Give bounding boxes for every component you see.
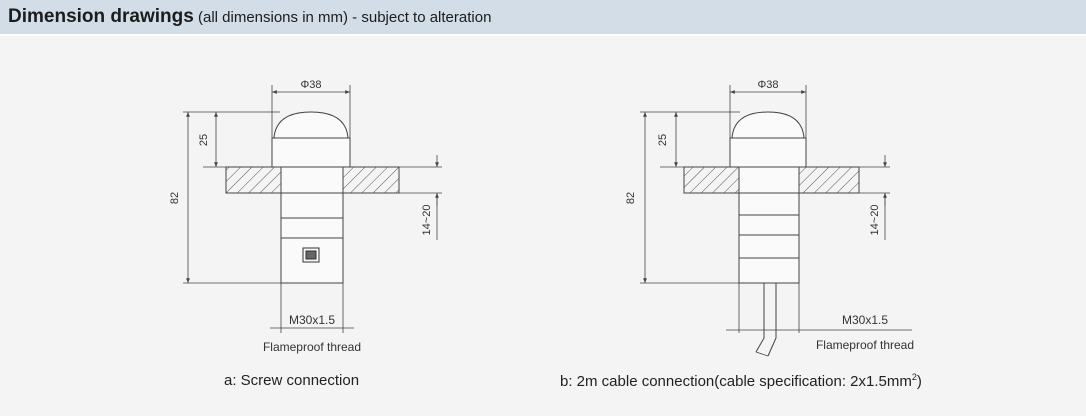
drawing-b-diameter-label: Φ38 (757, 79, 778, 91)
drawing-b (640, 85, 912, 357)
drawing-a-total-length-label: 82 (169, 192, 181, 204)
drawing-b-button-collar (729, 137, 807, 168)
drawing-a-panel-range-label: 14~20 (421, 205, 433, 236)
drawing-b-caption-end: ) (916, 373, 922, 390)
drawing-b-thread-note: Flameproof thread (816, 338, 914, 352)
drawing-b-total-length-label: 82 (625, 192, 637, 204)
drawing-b-head-height-label: 25 (657, 134, 669, 146)
drawing-a (183, 85, 442, 333)
drawing-b-caption-text: b: 2m cable connection(cable specificati… (560, 373, 912, 390)
drawing-a-thread-note: Flameproof thread (263, 340, 361, 354)
drawing-b-panel (683, 166, 860, 194)
section-title: Dimension drawings (all dimensions in mm… (8, 5, 491, 30)
drawing-a-thread-label: M30x1.5 (289, 313, 335, 327)
drawing-a-button-collar (271, 137, 351, 168)
drawing-b-panel-range-label: 14~20 (869, 205, 881, 236)
drawing-a-head-height-label: 25 (198, 134, 210, 146)
section-title-subtitle: (all dimensions in mm) - subject to alte… (193, 9, 492, 26)
drawing-a-caption: a: Screw connection (224, 372, 360, 389)
drawing-b-caption-superscript: 2 (911, 372, 917, 382)
drawing-b-button-cap (731, 111, 805, 139)
drawing-b-thread-label: M30x1.5 (842, 313, 888, 327)
section-header: Dimension drawings (all dimensions in mm… (0, 0, 1086, 36)
drawing-a-body (280, 166, 344, 284)
drawing-b-cable (755, 283, 777, 357)
drawing-a-diameter-label: Φ38 (300, 79, 321, 91)
drawing-b-labels: Φ38 25 82 14~20 M30x1.5 Flameproof threa… (625, 79, 914, 352)
drawing-a-button-cap (273, 111, 349, 139)
drawing-a-labels: Φ38 25 82 14~20 M30x1.5 Flameproof threa… (169, 79, 433, 354)
drawing-b-caption: b: 2m cable connection(cable specificati… (560, 372, 922, 390)
section-title-main: Dimension drawings (8, 6, 194, 27)
drawing-a-screw-terminal (302, 247, 320, 263)
drawing-b-body (738, 166, 800, 284)
